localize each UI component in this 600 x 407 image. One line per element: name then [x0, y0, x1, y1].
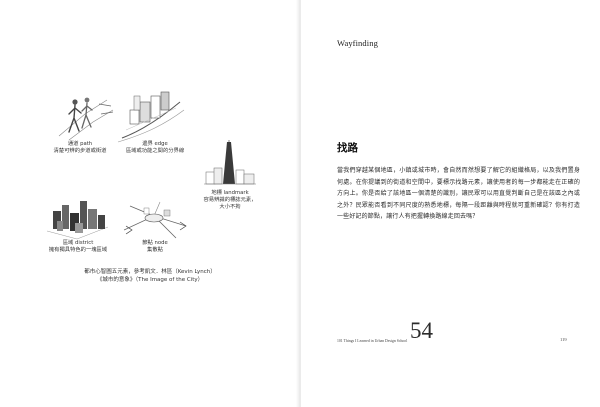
- node-caption: 節點 node 集散點: [125, 240, 185, 254]
- page-heading: 找路: [337, 142, 358, 154]
- body-paragraph: 當我們穿越某個地區，小鎮或城市時，會自然而然想要了解它的組織格局，以及我們置身何…: [337, 167, 580, 220]
- node-term: 節點 node: [142, 240, 168, 246]
- landmark-term: 地標 landmark: [211, 190, 249, 196]
- figure-credit: 都市心智圖五元素，參考凱文．林區（Kevin Lynch） 《城市的意象》（Th…: [75, 268, 225, 284]
- path-term: 通道 path: [67, 141, 93, 147]
- district-caption: 區域 district 擁有獨具特色的一塊區域: [38, 240, 118, 254]
- district-term: 區域 district: [62, 240, 94, 246]
- left-page: 通道 path 清楚可辨的步道或街道 邊界 edge 區域或功能之間的分界線: [0, 0, 299, 407]
- book-gutter: [296, 0, 304, 407]
- landmark-sketch-icon: [204, 140, 256, 185]
- edge-term: 邊界 edge: [142, 141, 168, 147]
- lesson-number: 54: [410, 318, 433, 343]
- credit-line-2: 《城市的意象》（The Image of the City）: [96, 277, 204, 283]
- landmark-illustration: [200, 140, 260, 190]
- landmark-desc: 容易辨識的標誌元素，: [203, 197, 257, 203]
- node-sketch-icon: [123, 201, 187, 239]
- node-desc: 集散點: [147, 247, 163, 253]
- district-desc: 擁有獨具特色的一塊區域: [48, 247, 108, 253]
- edge-caption: 邊界 edge 區域或功能之間的分界線: [115, 141, 195, 155]
- node-illustration: [120, 196, 190, 241]
- district-sketch-icon: [46, 201, 109, 240]
- credit-line-1: 都市心智圖五元素，參考凱文．林區（Kevin Lynch）: [84, 269, 216, 275]
- page-number: 119: [560, 337, 567, 342]
- path-caption: 通道 path 清楚可辨的步道或街道: [40, 141, 120, 155]
- edge-illustration: [116, 88, 186, 143]
- landmark-caption: 地標 landmark 容易辨識的標誌元素， 大小不拘: [195, 190, 265, 211]
- landmark-desc-2: 大小不拘: [219, 204, 241, 210]
- edge-sketch-icon: [117, 91, 185, 143]
- right-page: [301, 0, 600, 407]
- path-desc: 清楚可辨的步道或街道: [53, 148, 107, 154]
- path-sketch-icon: [58, 97, 114, 141]
- book-title-footer: 101 Things I Learned in Urban Design Sch…: [337, 339, 408, 343]
- path-illustration: [55, 92, 115, 142]
- edge-desc: 區域或功能之間的分界線: [125, 148, 185, 154]
- section-title: Wayfinding: [337, 38, 378, 48]
- district-illustration: [45, 193, 110, 241]
